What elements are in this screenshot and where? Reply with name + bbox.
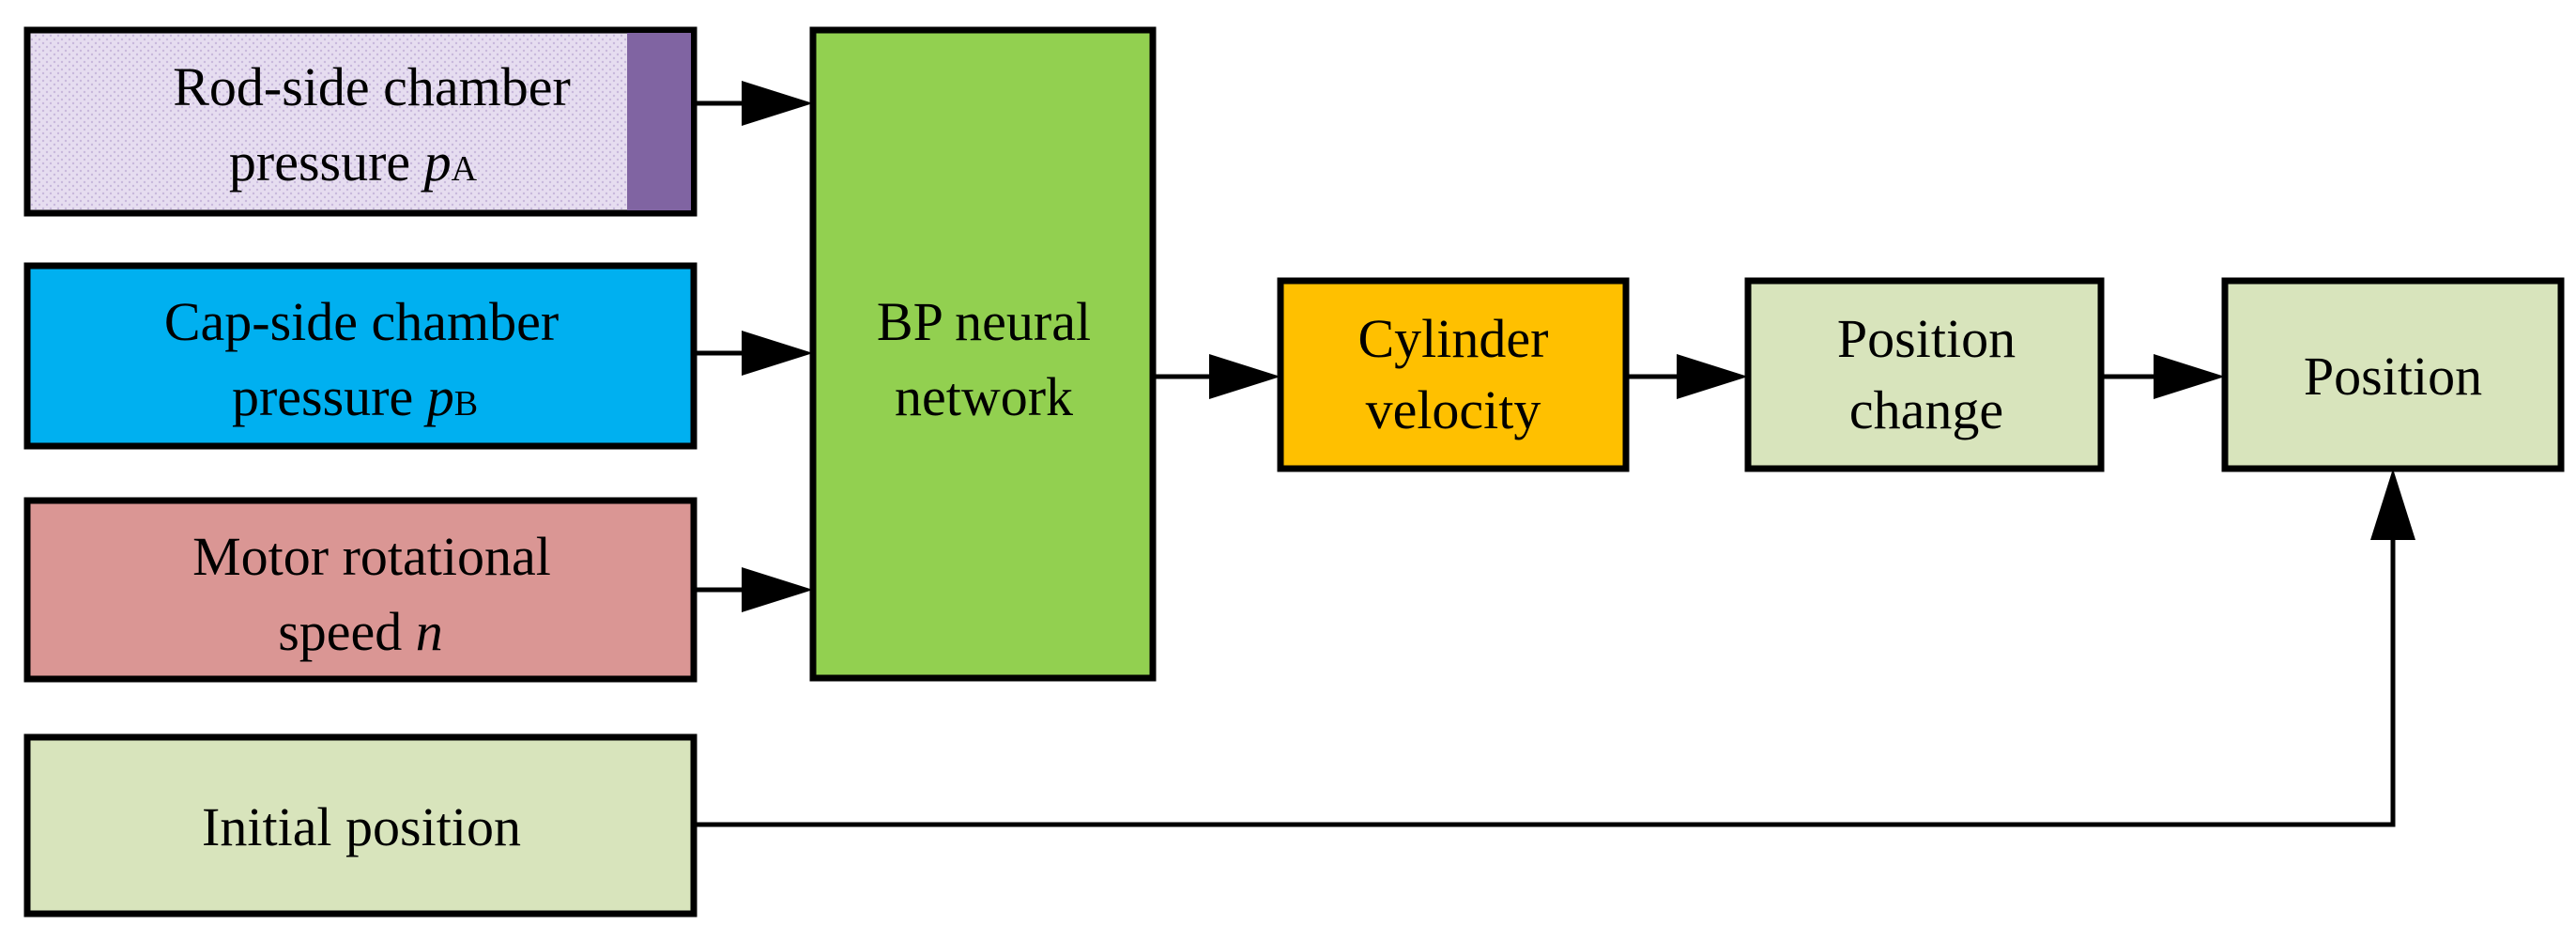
position-block: Position	[2221, 277, 2565, 472]
cap-pressure-block: Cap-side chamber pressure pB	[23, 262, 698, 450]
cap-pressure-line1: Cap-side chamber	[164, 291, 559, 352]
cylinder-velocity-line2: velocity	[1366, 379, 1541, 440]
arrow-initial-to-position	[694, 469, 2415, 827]
rod-pressure-line2: pressure pA	[229, 131, 478, 193]
arrow-bp-to-velocity	[1153, 354, 1280, 399]
motor-speed-line1: Motor rotational	[192, 526, 551, 587]
motor-speed-block: Motor rotational speed n	[23, 497, 698, 683]
cap-pressure-line2: pressure pB	[232, 366, 478, 427]
cylinder-velocity-line1: Cylinder	[1358, 308, 1549, 369]
position-label: Position	[2304, 346, 2482, 407]
rod-pressure-accent	[627, 33, 691, 210]
position-change-line2: change	[1849, 379, 2003, 440]
cylinder-velocity-box	[1277, 277, 1630, 472]
bp-network-line2: network	[895, 366, 1073, 427]
rod-pressure-block: Rod-side chamber pressure pA	[23, 26, 698, 217]
position-change-block: Position change	[1744, 277, 2105, 472]
rod-pressure-box	[23, 26, 698, 217]
position-change-box	[1744, 277, 2105, 472]
arrow-cap-to-bp	[694, 331, 813, 376]
rod-pressure-line1: Rod-side chamber	[173, 56, 571, 117]
cap-pressure-box	[23, 262, 698, 450]
arrow-velocity-to-change	[1626, 354, 1748, 399]
bp-network-block: BP neural network	[809, 26, 1157, 682]
initial-position-block: Initial position	[23, 733, 698, 918]
arrow-motor-to-bp	[694, 567, 813, 612]
position-change-line1: Position	[1837, 308, 2016, 369]
motor-speed-box	[23, 497, 698, 683]
motor-speed-line2: speed n	[278, 601, 443, 662]
initial-position-label: Initial position	[202, 796, 521, 857]
bp-network-box	[809, 26, 1157, 682]
bp-network-line1: BP neural	[877, 291, 1091, 352]
arrow-change-to-position	[2101, 354, 2225, 399]
arrow-rod-to-bp	[694, 81, 813, 126]
cylinder-velocity-block: Cylinder velocity	[1277, 277, 1630, 472]
